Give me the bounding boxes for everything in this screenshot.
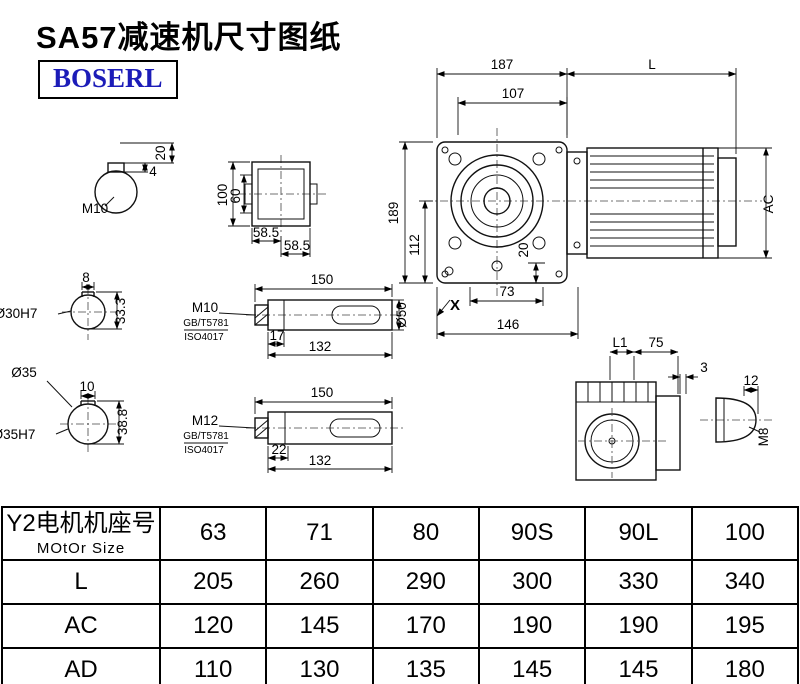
brand-logo: BOSERL xyxy=(38,60,178,100)
bore-30-label: Ø30H7 xyxy=(0,306,37,321)
table-cell: 90S xyxy=(477,506,587,561)
shaft-1-view: 150 M10 GB/T5781 ISO4017 17 132 Ø50 xyxy=(183,272,409,359)
technical-drawing: 187 L 107 189 112 20 xyxy=(0,57,776,481)
dim-20b: 20 xyxy=(153,145,168,160)
dim-189: 189 xyxy=(386,202,401,225)
dim-132b: 132 xyxy=(309,453,332,468)
label-X: X xyxy=(450,297,460,314)
table-cell: 130 xyxy=(265,646,374,684)
table-cell: 145 xyxy=(265,602,374,649)
dim-132a: 132 xyxy=(309,339,332,354)
table-cell: 80 xyxy=(371,506,480,561)
dim-12: 12 xyxy=(743,373,758,388)
flange-view: 100 60 58.5 58.5 xyxy=(215,155,326,257)
dim-33-3: 33.3 xyxy=(113,298,128,324)
table-cell: 71 xyxy=(265,506,374,561)
table-cell: 145 xyxy=(477,646,587,684)
motor-size-header-en: MOtOr Size xyxy=(36,540,126,558)
std-gb-shaft2: GB/T5781 xyxy=(183,431,229,442)
dim-112: 112 xyxy=(407,234,422,256)
dim-L: L xyxy=(648,57,656,72)
table-row-L: L 205 260 290 300 330 340 xyxy=(1,558,800,605)
bore-35-label: Ø35H7 xyxy=(0,427,35,442)
thread-label-shaft2: M12 xyxy=(192,413,218,428)
table-cell: 330 xyxy=(584,558,693,605)
motor-size-header-cn: Y2电机机座号 xyxy=(6,510,156,537)
row-label: AC xyxy=(1,602,161,649)
shaft-2-view: 150 M12 GB/T5781 ISO4017 22 132 xyxy=(183,385,404,473)
table-cell: 190 xyxy=(584,602,693,649)
table-cell: 205 xyxy=(158,558,268,605)
dim-AC: AC xyxy=(761,194,776,213)
table-row-motor-size: Y2电机机座号 MOtOr Size 63 71 80 90S 90L 100 xyxy=(1,506,800,561)
dimension-table: Y2电机机座号 MOtOr Size 63 71 80 90S 90L 100 … xyxy=(1,506,800,684)
table-cell: 63 xyxy=(158,506,268,561)
motor-size-header: Y2电机机座号 MOtOr Size xyxy=(1,506,161,561)
dim-58-5a: 58.5 xyxy=(253,225,279,240)
dim-73: 73 xyxy=(499,284,514,299)
std-iso-shaft2: ISO4017 xyxy=(184,445,224,456)
bore-30-view: 8 Ø30H7 33.3 xyxy=(0,270,128,340)
table-cell: 340 xyxy=(690,558,800,605)
dim-4: 4 xyxy=(149,164,157,179)
row-label: L xyxy=(1,558,161,605)
table-cell: 170 xyxy=(371,602,480,649)
table-cell: 90L xyxy=(584,506,693,561)
dim-38-8: 38.8 xyxy=(115,409,130,435)
thread-label-shaft1: M10 xyxy=(192,300,218,315)
table-cell: 290 xyxy=(371,558,480,605)
dim-60: 60 xyxy=(228,188,243,203)
dim-187: 187 xyxy=(491,57,514,72)
shaft-end-view: M10 4 20 xyxy=(82,142,175,216)
std-gb-shaft1: GB/T5781 xyxy=(183,318,229,329)
dim-L1: L1 xyxy=(612,335,627,350)
row-label: AD xyxy=(1,646,161,684)
table-cell: 190 xyxy=(477,602,587,649)
dim-20: 20 xyxy=(516,242,531,257)
dim-146: 146 xyxy=(497,317,520,332)
dim-10: 10 xyxy=(79,379,94,394)
table-cell: 110 xyxy=(158,646,268,684)
dim-3: 3 xyxy=(700,360,708,375)
dim-d50: Ø50 xyxy=(394,302,409,328)
dim-75: 75 xyxy=(648,335,663,350)
dim-22: 22 xyxy=(271,442,286,457)
table-cell: 300 xyxy=(477,558,587,605)
table-cell: 180 xyxy=(690,646,800,684)
thread-label-m8: M8 xyxy=(756,428,771,447)
dim-8: 8 xyxy=(82,270,90,285)
dim-58-5b: 58.5 xyxy=(284,238,310,253)
table-cell: 195 xyxy=(690,602,800,649)
table-cell: 145 xyxy=(584,646,693,684)
bore-35-view: 10 Ø35 Ø35H7 38.8 xyxy=(0,365,130,452)
table-row-AC: AC 120 145 170 190 190 195 xyxy=(1,602,800,649)
table-cell: 100 xyxy=(690,506,800,561)
table-cell: 260 xyxy=(265,558,374,605)
table-row-AD: AD 110 130 135 145 145 180 xyxy=(1,646,800,684)
rear-view: L1 75 3 12 M8 xyxy=(575,335,774,481)
thread-label-m10: M10 xyxy=(82,201,108,216)
dim-100: 100 xyxy=(215,184,230,207)
main-view: 187 L 107 189 112 20 xyxy=(386,57,776,339)
table-cell: 120 xyxy=(158,602,268,649)
dim-107: 107 xyxy=(502,86,525,101)
page-title: SA57减速机尺寸图纸 xyxy=(36,20,342,55)
d35-label: Ø35 xyxy=(11,365,37,380)
dim-150a: 150 xyxy=(311,272,334,287)
dim-17: 17 xyxy=(269,328,284,343)
dim-150b: 150 xyxy=(311,385,334,400)
std-iso-shaft1: ISO4017 xyxy=(184,332,224,343)
table-cell: 135 xyxy=(371,646,480,684)
